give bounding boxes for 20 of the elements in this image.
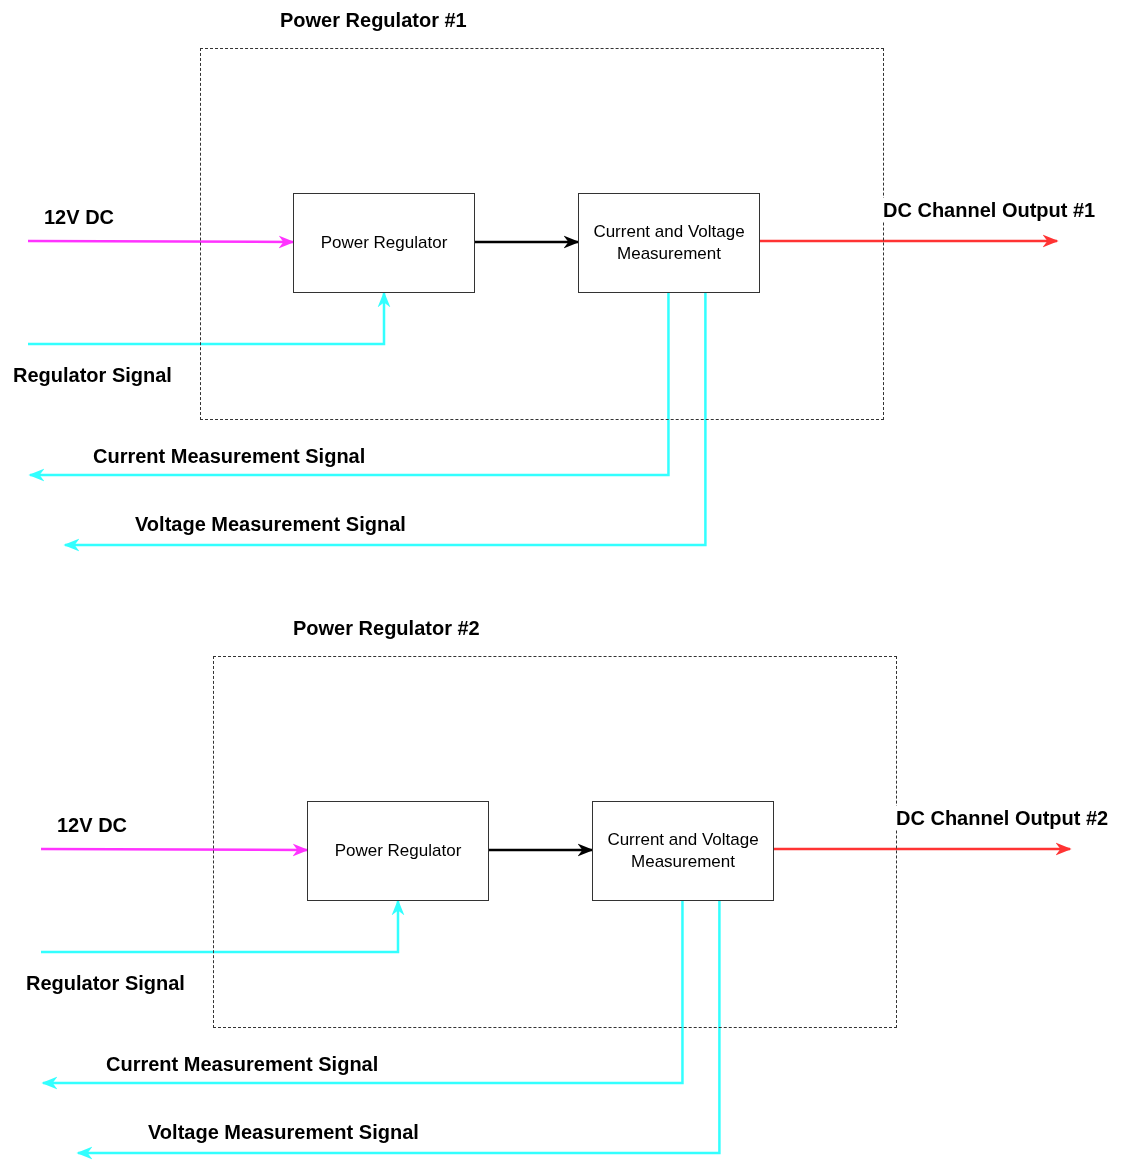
process-box: Current and Voltage Measurement: [592, 801, 774, 901]
arrow: [41, 843, 309, 857]
arrow: [76, 901, 721, 1160]
arrow: [63, 293, 707, 552]
group-title: Power Regulator #2: [293, 616, 480, 640]
arrow: [760, 234, 1059, 248]
arrow: [28, 293, 670, 482]
edge-label: DC Channel Output #2: [895, 806, 1110, 830]
arrow: [475, 235, 580, 249]
group-title: Power Regulator #1: [280, 8, 467, 32]
process-box: Current and Voltage Measurement: [578, 193, 760, 293]
arrow: [28, 291, 391, 346]
arrow: [28, 235, 295, 249]
arrow: [489, 843, 594, 857]
arrow: [41, 899, 405, 954]
arrow: [41, 901, 684, 1090]
process-box: Power Regulator: [307, 801, 489, 901]
arrow: [774, 842, 1072, 856]
edge-label: DC Channel Output #1: [882, 198, 1097, 222]
process-box: Power Regulator: [293, 193, 475, 293]
